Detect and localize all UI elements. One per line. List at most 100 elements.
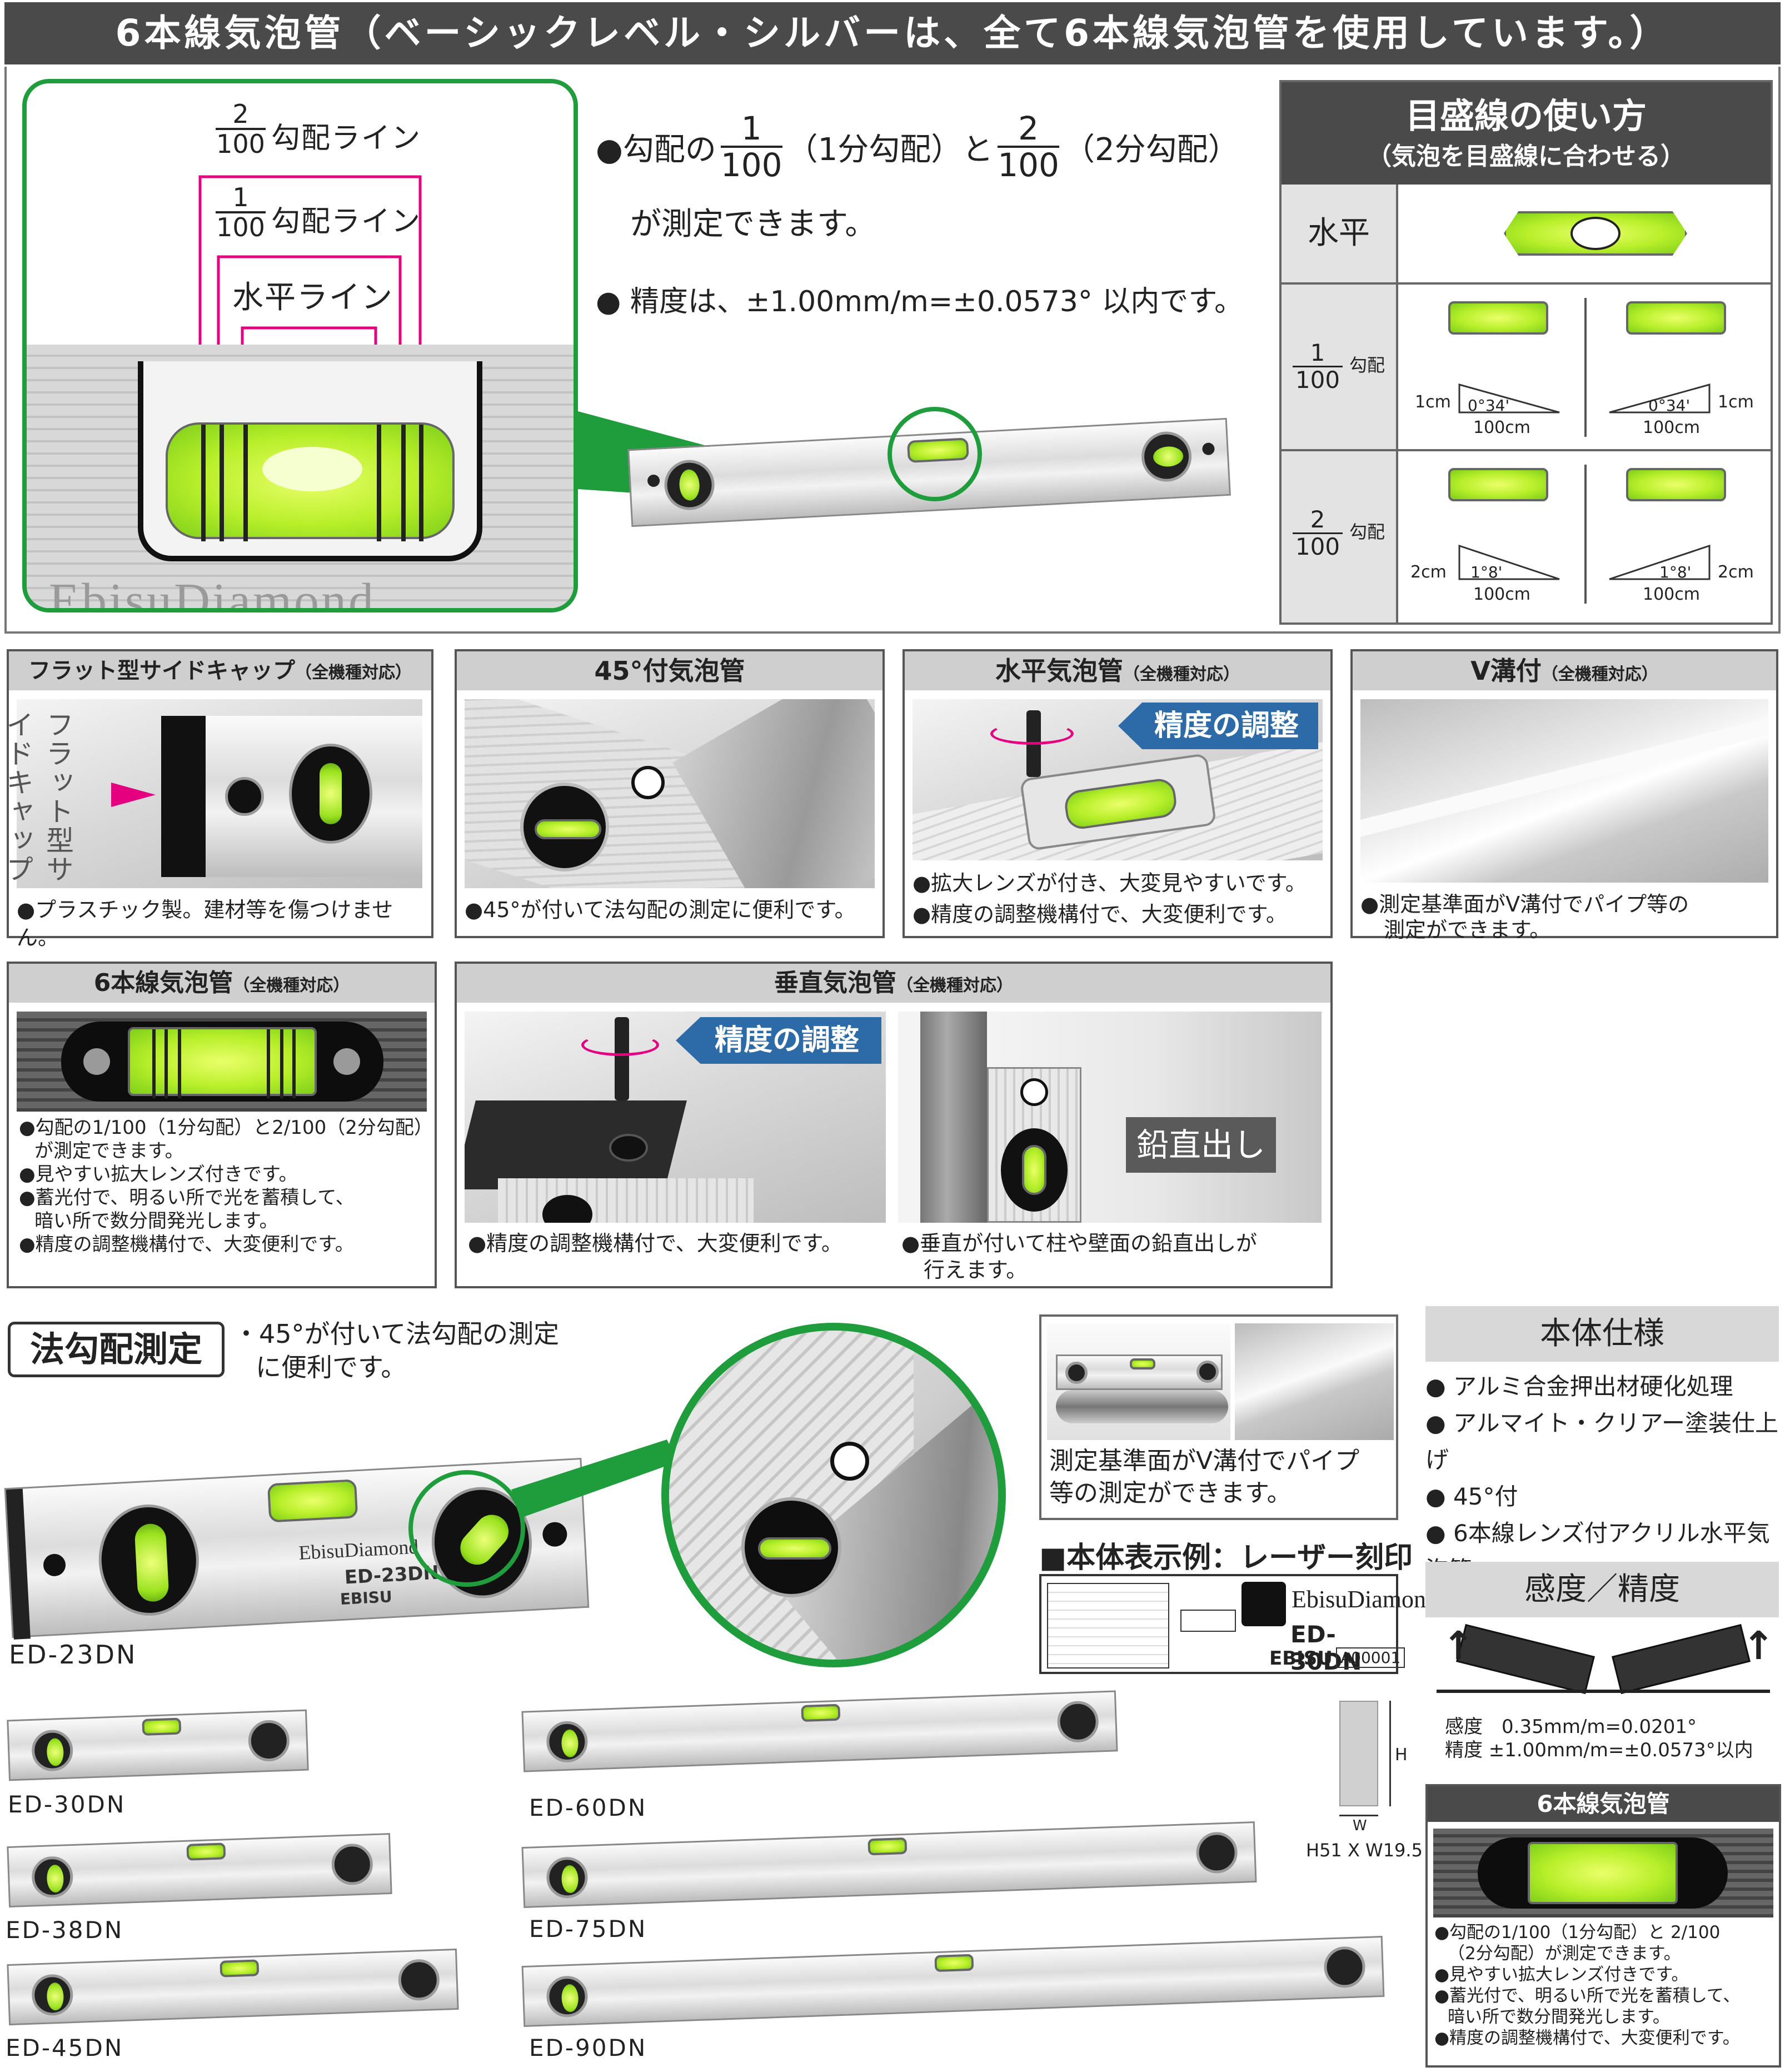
fraction-denominator: 100: [1293, 366, 1343, 393]
level-ed-45dn: [7, 1948, 459, 2026]
usage-table-title: 目盛線の使い方: [1405, 96, 1647, 136]
usage-row-2-100: 2 100 勾配 2cm 1°8' 100cm 2cm 1°8' 100cm: [1282, 451, 1771, 622]
spec-item: ● アルマイト・クリアー塗装仕上げ: [1425, 1409, 1779, 1473]
ed-23dn-zoom-ring: [408, 1470, 525, 1587]
fraction-denominator: 100: [720, 146, 782, 184]
page-title: 6本線気泡管（ベーシックレベル・シルバーは、全て6本線気泡管を使用しています。）: [115, 12, 1670, 54]
sensitivity-header: 感度／精度: [1425, 1562, 1779, 1617]
usage-table-subtitle: （気泡を目盛線に合わせる）: [1367, 142, 1685, 171]
rise-label: 1cm: [1718, 392, 1754, 412]
feature-note: ●精度の調整機構付で、大変便利です。: [913, 902, 1287, 927]
line-label: 勾配ライン: [271, 122, 422, 155]
feature-header: V溝付（全機種対応）: [1353, 651, 1776, 690]
rotate-icon: [990, 723, 1074, 745]
feature-note: 行えます。: [924, 1258, 1028, 1282]
top-section: 2 100 勾配ライン 1 100 勾配ライン 水平ライン: [4, 67, 1781, 634]
feature-tag: （全機種対応）: [896, 976, 1013, 995]
six-line-box-title: 6本線気泡管: [1537, 1790, 1670, 1817]
level-ed-75dn: [521, 1821, 1257, 1909]
zoom-connector-2: [511, 1440, 678, 1517]
engraving-logo-box: [1180, 1610, 1236, 1632]
feature-note: ●45°が付いて法勾配の測定に便利です。: [465, 898, 856, 922]
vertical-adjust-photo: 精度の調整: [465, 1012, 886, 1223]
six-line-photo: [17, 1012, 427, 1112]
flat-cap-photo: フラット型サイドキャップ: [2, 699, 422, 888]
feature-tag: （全機種対応）: [1123, 665, 1240, 684]
adjust-badge: 精度の調整: [676, 1017, 881, 1064]
up-arrow-icon: ↑: [1442, 1623, 1475, 1668]
angle-label: 1°8': [1470, 563, 1503, 581]
note-line: ●見やすい拡大レンズ付きです。: [1434, 1965, 1689, 1985]
feature-header: 45°付気泡管: [457, 651, 882, 690]
rise-label: 2cm: [1410, 562, 1447, 582]
level-zoom-circle: [887, 407, 982, 501]
laser-brand: EbisuDiamond: [1292, 1586, 1438, 1613]
feature-flat-cap: フラット型サイドキャップ（全機種対応） フラット型サイドキャップ ●プラスチック…: [2, 649, 433, 950]
note-line: ●精度の調整機構付で、大変便利です。: [19, 1233, 354, 1256]
engraving-brand: EbisuDiamond: [298, 1535, 420, 1564]
screw-icon: [83, 1048, 110, 1075]
spec-item: ● アルミ合金押出材硬化処理: [1425, 1373, 1733, 1400]
note-line: （2分勾配）が測定できます。: [1448, 1944, 1681, 1964]
six-line-box-notes: ●勾配の1/100（1分勾配）と 2/100 （2分勾配）が測定できます。 ●見…: [1434, 1922, 1740, 2049]
dim-h-label: H: [1395, 1745, 1408, 1765]
vial-icon-right: [1626, 301, 1726, 335]
vial-icon-left: [1448, 301, 1548, 335]
brand-mark: EbisuDiamond: [49, 574, 376, 612]
screwdriver-icon: [615, 1017, 629, 1100]
run-label: 100cm: [1473, 585, 1530, 604]
feature-header: フラット型サイドキャップ（全機種対応）: [9, 651, 431, 690]
feature-tag: （全機種対応）: [295, 663, 412, 683]
note-line: ●精度の調整機構付で、大変便利です。: [1434, 2028, 1740, 2048]
model-label-ed-23dn: ED-23DN: [9, 1640, 137, 1670]
top-bullets: ●勾配の 1 100 （1分勾配）と 2 100 （2分勾配） が測定できます。…: [596, 89, 1285, 345]
laser-maker: EBISU: [1269, 1647, 1333, 1670]
dimension-text: H51 X W19.5: [1306, 1840, 1423, 1861]
feature-header: 6本線気泡管（全機種対応）: [9, 964, 435, 1003]
six-line-box-photo: [1433, 1829, 1773, 1917]
model-label: ED-38DN: [6, 1916, 124, 1944]
angle-label: 1°8': [1659, 563, 1692, 581]
vial-icon-left: [1448, 468, 1548, 501]
fraction-denominator: 100: [1293, 532, 1343, 560]
fraction-numerator: 1: [1310, 339, 1325, 366]
line-2-100-label: 2 100 勾配ライン: [216, 100, 449, 161]
sensitivity-diagram: ↑ ↑: [1437, 1623, 1775, 1712]
row-label: 1 100 勾配: [1282, 285, 1398, 449]
feature-note: ●精度の調整機構付で、大変便利です。: [468, 1231, 842, 1256]
row-label: 2 100 勾配: [1282, 451, 1398, 622]
feature-note: ●プラスチック製。建材等を傷つけません。: [17, 898, 393, 950]
level-ed-90dn: [521, 1935, 1385, 2028]
sensitivity-values: 感度 0.35mm/m=0.0201° 精度 ±1.00mm/m=±0.0573…: [1445, 1715, 1753, 1762]
feature-title: フラット型サイドキャップ: [28, 658, 295, 684]
v-groove-note: 等の測定ができます。: [1049, 1479, 1292, 1507]
v-groove-note: 測定基準面がV溝付でパイプ: [1049, 1447, 1360, 1475]
big-zoom-circle: [661, 1323, 1006, 1667]
dim-w-label: W: [1353, 1817, 1367, 1834]
six-line-box: 6本線気泡管 ●勾配の1/100（1分勾配）と 2/100 （2分勾配）が測定で…: [1425, 1784, 1781, 2068]
laser-model: ED-30DN: [1290, 1621, 1362, 1675]
model-label: ED-45DN: [6, 2034, 124, 2061]
adjust-badge: 精度の調整: [1118, 703, 1318, 749]
laser-serial: A00001: [1336, 1647, 1405, 1668]
fraction-numerator: 2: [232, 99, 249, 129]
run-label: 100cm: [1473, 418, 1530, 437]
fraction-numerator: 1: [741, 109, 762, 147]
level-ed-60dn: [521, 1690, 1118, 1772]
row-suffix: 勾配: [1349, 355, 1385, 376]
angle-label: 0°34': [1468, 396, 1510, 415]
feature-note: ●測定基準面がV溝付でパイプ等の: [1360, 892, 1689, 917]
fraction-denominator: 100: [216, 211, 266, 242]
bullet-1-suffix: （2分勾配）: [1063, 131, 1239, 168]
model-label: ED-30DN: [8, 1791, 126, 1818]
adjust-badge-label: 精度の調整: [1154, 709, 1299, 743]
note-line: ●蓄光付で、明るい所で光を蓄積して、: [1434, 1986, 1741, 2006]
up-arrow-icon: ↑: [1742, 1623, 1775, 1668]
feature-title: 6本線気泡管: [93, 969, 233, 997]
plumb-photo: 鉛直出し: [898, 1012, 1322, 1223]
six-line-notes: ●勾配の1/100（1分勾配）と2/100（2分勾配） が測定できます。 ●見や…: [19, 1116, 433, 1256]
fraction-numerator: 2: [1310, 506, 1325, 533]
row-suffix: 勾配: [1349, 521, 1385, 542]
spec-header: 本体仕様: [1425, 1306, 1779, 1362]
usage-row-horizontal: 水平: [1282, 185, 1771, 285]
